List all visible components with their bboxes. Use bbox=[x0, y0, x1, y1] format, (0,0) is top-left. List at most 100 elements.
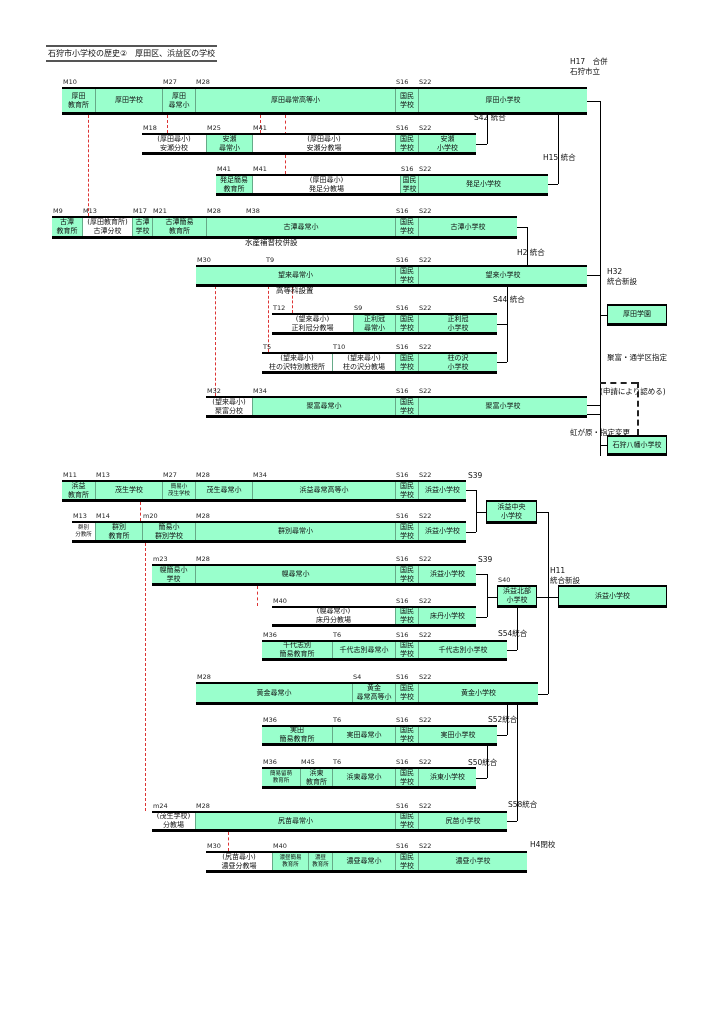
merged-school-box: 厚田学園 bbox=[607, 304, 667, 326]
era-label: M38 bbox=[246, 207, 260, 215]
school-segment: 実田尋常小 bbox=[332, 727, 395, 743]
era-label: M34 bbox=[253, 471, 267, 479]
era-label: S22 bbox=[419, 78, 432, 86]
era-label: M9 bbox=[53, 207, 63, 215]
school-segment: 望来尋常小 bbox=[196, 267, 395, 284]
era-label: S16 bbox=[396, 512, 409, 520]
school-segment: 厚田 教育所 bbox=[62, 89, 95, 112]
school-segment: 国民 学校 bbox=[395, 769, 418, 786]
connector-line bbox=[497, 324, 507, 325]
school-segment: 国民 学校 bbox=[395, 354, 418, 371]
era-label: S22 bbox=[419, 673, 432, 681]
era-label: M13 bbox=[73, 512, 87, 520]
era-label: S16 bbox=[396, 673, 409, 681]
era-label: S22 bbox=[419, 471, 432, 479]
era-label: M28 bbox=[196, 512, 210, 520]
school-segment: 浜益尋常高等小 bbox=[252, 482, 395, 499]
page-title: 石狩市小学校の歴史② 厚田区、浜益区の学校 bbox=[46, 45, 218, 62]
school-segment: 国民 学校 bbox=[395, 641, 418, 658]
connector-line bbox=[517, 227, 527, 228]
era-label: M28 bbox=[197, 673, 211, 681]
era-label: M17 bbox=[133, 207, 147, 215]
school-timeline-bar: 厚田 教育所厚田学校厚田 尋常小厚田尋常高等小国民 学校厚田小学校 bbox=[62, 87, 587, 115]
era-label: M13 bbox=[83, 207, 97, 215]
annotation-label: S58統合 bbox=[508, 800, 538, 809]
branch-school-segment: (厚田尋小) 発足分教場 bbox=[252, 176, 400, 193]
era-label: S22 bbox=[419, 597, 432, 605]
school-segment: 浜東尋常小 bbox=[332, 769, 395, 786]
era-label: S22 bbox=[419, 716, 432, 724]
school-segment: 群別 教育所 bbox=[95, 523, 142, 540]
branch-school-segment: (尻苗尋小) 濃昼分教場 bbox=[206, 853, 272, 870]
annotation-label: S52統合 bbox=[488, 715, 518, 724]
school-segment: 厚田小学校 bbox=[418, 89, 587, 112]
era-label: M27 bbox=[163, 471, 177, 479]
school-segment: 聚富尋常小 bbox=[252, 398, 395, 415]
school-timeline-bar: (厚田尋小) 安瀬分校安瀬 尋常小(厚田尋小) 安瀬分教場国民 学校安瀬 小学校 bbox=[142, 133, 476, 155]
school-segment: 正利冠 尋常小 bbox=[353, 315, 395, 332]
connector-line bbox=[476, 574, 487, 575]
annotation-label: 高等科設置 bbox=[276, 286, 314, 295]
era-label: M21 bbox=[153, 207, 167, 215]
school-timeline-bar: 浜益 教育所茂生学校簡易小 茂生学校茂生尋常小浜益尋常高等小国民 学校浜益小学校 bbox=[62, 480, 466, 502]
era-label: S4 bbox=[353, 673, 362, 681]
branch-dashed-line bbox=[228, 832, 229, 851]
school-timeline-bar: 古潭 教育所(厚田教育所) 古潭分校古潭 学校古潭簡易 教育所古潭尋常小国民 学… bbox=[52, 216, 517, 239]
school-segment: 古潭 学校 bbox=[132, 218, 152, 236]
era-label: T6 bbox=[333, 716, 342, 724]
annotation-label: S39 bbox=[468, 471, 483, 480]
connector-line bbox=[476, 617, 487, 618]
connector-line bbox=[487, 574, 488, 617]
annotation-label: 聚富・通学区指定 bbox=[607, 353, 667, 362]
school-segment: 濃昼 教育所 bbox=[308, 853, 332, 870]
era-label: M28 bbox=[196, 555, 210, 563]
connector-line bbox=[507, 821, 517, 822]
era-label: M40 bbox=[273, 597, 287, 605]
school-segment: 簡易小 群別学校 bbox=[142, 523, 195, 540]
connector-line bbox=[548, 184, 558, 185]
branch-school-segment: (望来尋小) 柱の沢特別教授所 bbox=[262, 354, 332, 371]
school-segment: 国民 学校 bbox=[400, 176, 418, 193]
connector-line bbox=[537, 512, 548, 513]
branch-dashed-line bbox=[292, 286, 293, 313]
era-label: M34 bbox=[253, 387, 267, 395]
connector-line bbox=[587, 101, 600, 102]
school-segment: 国民 学校 bbox=[395, 218, 418, 236]
era-label: T10 bbox=[333, 343, 346, 351]
school-segment: 古潭簡易 教育所 bbox=[152, 218, 206, 236]
annotation-label: H32 統合新設 bbox=[607, 267, 637, 286]
era-label: S16 bbox=[396, 802, 409, 810]
era-label: S16 bbox=[396, 631, 409, 639]
connector-line bbox=[587, 414, 600, 415]
school-segment: 国民 学校 bbox=[395, 482, 418, 499]
school-segment: 黄金尋常小 bbox=[196, 684, 352, 702]
era-label: M32 bbox=[207, 387, 221, 395]
school-segment: 簡易小 茂生学校 bbox=[162, 482, 195, 499]
school-timeline-bar: 黄金尋常小黄金 尋常高等小国民 学校黄金小学校 bbox=[196, 682, 538, 705]
school-segment: 古潭 教育所 bbox=[52, 218, 82, 236]
branch-school-segment: 群別 分教所 bbox=[72, 523, 95, 540]
school-segment: 正利冠 小学校 bbox=[418, 315, 497, 332]
school-segment: 茂生尋常小 bbox=[195, 482, 252, 499]
school-segment: 国民 学校 bbox=[395, 853, 418, 870]
era-label: S22 bbox=[419, 842, 432, 850]
era-label: S16 bbox=[396, 842, 409, 850]
branch-dashed-line bbox=[257, 586, 258, 606]
school-segment: 簡易留萌 教育所 bbox=[262, 769, 300, 786]
school-segment: 黄金 尋常高等小 bbox=[352, 684, 395, 702]
school-segment: 国民 学校 bbox=[395, 607, 418, 624]
connector-line bbox=[538, 694, 548, 695]
school-segment: 国民 学校 bbox=[395, 812, 418, 829]
era-label: T12 bbox=[273, 304, 286, 312]
school-timeline-bar: 幌簡易小 学校幌尋常小国民 学校浜益小学校 bbox=[152, 564, 476, 586]
school-segment: 浜東小学校 bbox=[418, 769, 476, 786]
era-label: M36 bbox=[263, 758, 277, 766]
school-segment: 柱の沢 小学校 bbox=[418, 354, 497, 371]
school-segment: 国民 学校 bbox=[395, 726, 418, 743]
school-segment: 実田小学校 bbox=[418, 727, 497, 743]
era-label: S22 bbox=[419, 387, 432, 395]
era-label: S16 bbox=[401, 165, 414, 173]
era-label: S22 bbox=[419, 256, 432, 264]
era-label: S16 bbox=[396, 304, 409, 312]
era-label: S16 bbox=[396, 758, 409, 766]
